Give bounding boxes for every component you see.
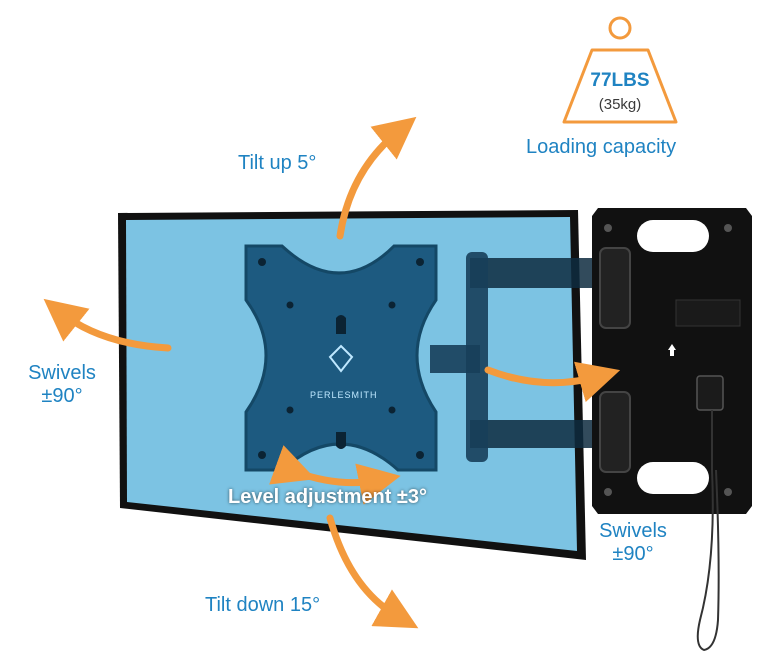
heart-logo-icon	[328, 344, 354, 373]
wall-plate	[592, 208, 752, 652]
capacity-weight-lbs: 77LBS	[590, 70, 650, 91]
swivel-right-arrow	[484, 361, 621, 403]
tilt-up-arrow	[336, 116, 417, 240]
capacity-weight-kg: (35kg)	[598, 96, 642, 113]
level-adjustment-label: Level adjustment ±3°	[228, 486, 428, 508]
brand-logo-text: PERLESMITH	[310, 390, 378, 400]
level-adjust-arrow	[269, 445, 401, 505]
tv-bracket	[244, 244, 438, 472]
capacity-label: Loading capacity	[526, 136, 677, 158]
swivel-arm	[430, 252, 608, 462]
tilt-up-label: Tilt up 5°	[238, 152, 317, 174]
motion-arrows	[43, 116, 621, 629]
swivel-right-label: Swivels ±90°	[599, 520, 667, 565]
tilt-down-label: Tilt down 15°	[205, 594, 321, 616]
tilt-down-arrow	[326, 514, 419, 629]
swivel-left-label: Swivels ±90°	[28, 362, 96, 407]
weight-icon	[562, 16, 678, 124]
swivel-left-arrow	[43, 298, 172, 352]
